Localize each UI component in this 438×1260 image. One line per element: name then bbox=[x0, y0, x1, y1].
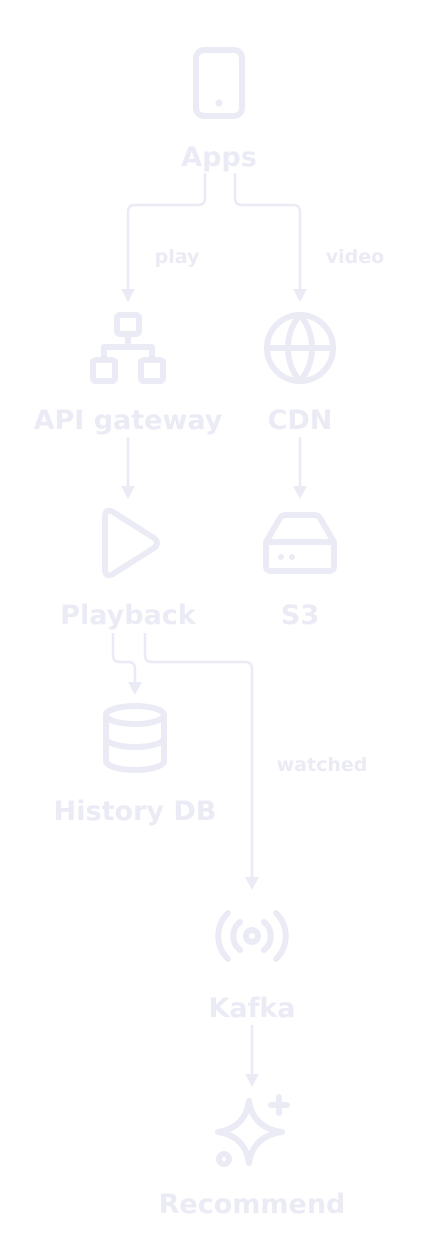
node-recommend[interactable]: Recommend bbox=[159, 1094, 346, 1220]
node-apps[interactable]: Apps bbox=[181, 47, 257, 173]
edge-kafka-recommend bbox=[245, 1025, 259, 1087]
globe-icon bbox=[264, 312, 336, 384]
edge-label-watched: watched bbox=[277, 754, 368, 776]
node-label-history-db: History DB bbox=[54, 796, 217, 827]
node-label-apps: Apps bbox=[181, 142, 257, 173]
edges: play video watched bbox=[111, 173, 384, 1087]
node-label-api-gateway: API gateway bbox=[34, 405, 223, 436]
node-label-playback: Playback bbox=[60, 600, 197, 631]
arrowhead bbox=[121, 289, 135, 302]
arrowhead bbox=[293, 486, 307, 499]
sitemap-icon bbox=[90, 312, 166, 384]
broadcast-icon bbox=[215, 910, 289, 962]
server-storage-icon bbox=[263, 512, 337, 574]
edge-api-gateway-playback bbox=[121, 437, 135, 499]
node-history-db[interactable]: History DB bbox=[54, 703, 217, 827]
sparkle-icon bbox=[215, 1094, 290, 1167]
node-label-recommend: Recommend bbox=[159, 1189, 346, 1220]
node-label-s3: S3 bbox=[281, 600, 319, 631]
edge-apps-api-gateway: play bbox=[121, 173, 207, 302]
play-icon bbox=[102, 507, 160, 579]
edge-label-video: video bbox=[326, 246, 384, 268]
tablet-icon bbox=[193, 47, 245, 119]
node-label-cdn: CDN bbox=[268, 405, 333, 436]
node-playback[interactable]: Playback bbox=[60, 507, 197, 631]
node-s3[interactable]: S3 bbox=[263, 512, 337, 631]
node-api-gateway[interactable]: API gateway bbox=[34, 312, 223, 436]
edge-apps-cdn: video bbox=[233, 173, 384, 302]
edge-label-play: play bbox=[155, 246, 200, 268]
arrowhead bbox=[121, 486, 135, 499]
arrowhead bbox=[293, 289, 307, 302]
edge-cdn-s3 bbox=[293, 437, 307, 499]
edge-playback-history-db bbox=[111, 633, 142, 695]
arrowhead bbox=[245, 1074, 259, 1087]
arrowhead bbox=[245, 877, 259, 890]
node-kafka[interactable]: Kafka bbox=[208, 910, 296, 1024]
edge-playback-kafka: watched bbox=[143, 633, 368, 890]
node-cdn[interactable]: CDN bbox=[264, 312, 336, 436]
database-icon bbox=[103, 703, 167, 773]
node-label-kafka: Kafka bbox=[208, 993, 295, 1024]
arrowhead bbox=[128, 682, 142, 695]
